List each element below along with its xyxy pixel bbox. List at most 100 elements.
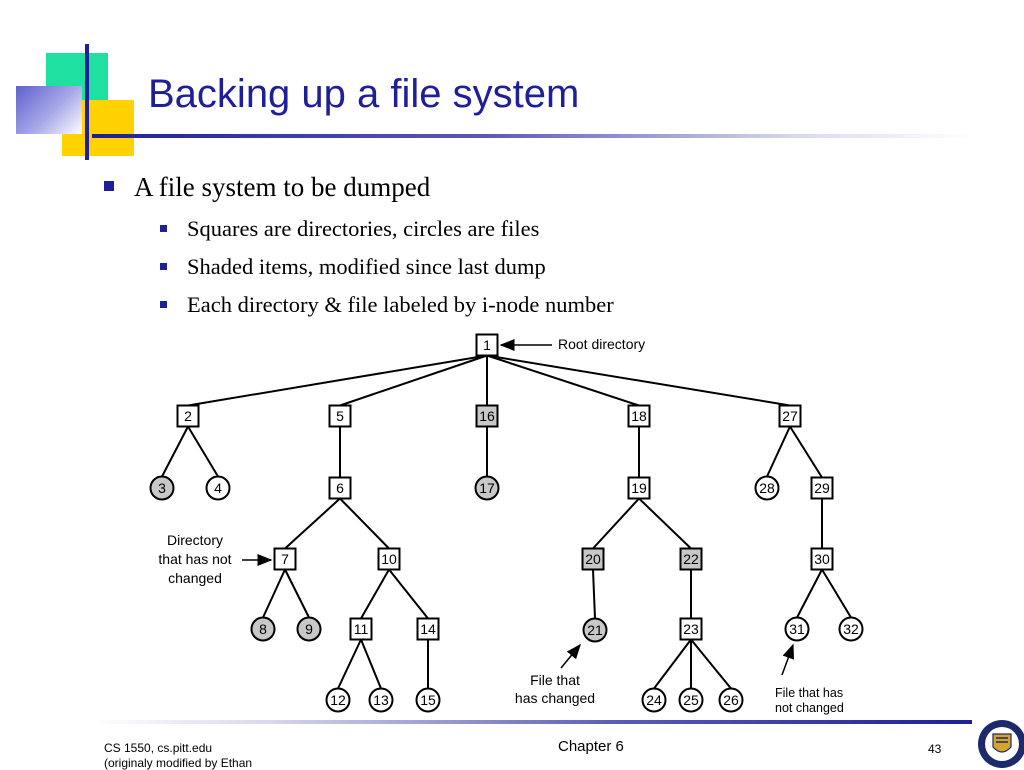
node-label: 32 [843, 621, 859, 637]
directory-node-27: 27 [778, 404, 802, 428]
node-label: 17 [479, 480, 495, 496]
node-label: 28 [759, 480, 775, 496]
tree-edge [592, 569, 596, 619]
file-unchanged-label: File that has [775, 686, 843, 700]
node-label: 27 [782, 408, 798, 424]
node-label: 25 [683, 692, 699, 708]
node-label: 19 [631, 480, 647, 496]
node-label: 18 [631, 408, 647, 424]
footer-course-note: (originaly modified by Ethan [104, 756, 253, 770]
directory-node-2: 2 [176, 404, 200, 428]
directory-node-16: 16 [475, 404, 499, 428]
node-label: 9 [305, 621, 313, 637]
tree-edge [766, 426, 791, 477]
bullet-marker [160, 301, 167, 308]
page-number: 43 [928, 742, 942, 756]
directory-node-20: 20 [581, 547, 605, 571]
bullet-marker [160, 225, 167, 232]
file-changed-label: has changed [515, 690, 595, 706]
node-label: 7 [281, 551, 289, 567]
tree-edge [486, 354, 640, 407]
directory-node-19: 19 [627, 476, 651, 500]
university-seal-icon [978, 720, 1024, 768]
directory-node-18: 18 [627, 404, 651, 428]
file-unchanged-arrow [781, 643, 794, 676]
tree-edge [360, 639, 382, 689]
tree-edge [690, 638, 732, 690]
node-label: 8 [259, 621, 267, 637]
directory-node-10: 10 [377, 547, 401, 571]
file-node-12: 12 [325, 687, 351, 713]
tree-edge [638, 497, 692, 550]
directory-node-7: 7 [273, 547, 297, 571]
node-label: 16 [479, 408, 495, 424]
node-label: 5 [336, 408, 344, 424]
tree-edge [339, 497, 390, 550]
bullet-text: Each directory & file labeled by i-node … [187, 292, 614, 317]
node-label: 6 [336, 480, 344, 496]
tree-edge [187, 354, 488, 407]
bullet-text: Squares are directories, circles are fil… [187, 216, 540, 241]
directory-node-1: 1 [475, 333, 499, 357]
bullet-marker [160, 263, 167, 270]
bullet-text: Shaded items, modified since last dump [187, 254, 546, 279]
node-label: 2 [184, 408, 192, 424]
tree-edge [337, 639, 362, 689]
node-label: 12 [330, 692, 346, 708]
file-node-4: 4 [205, 475, 231, 501]
title-underline [92, 134, 972, 138]
node-label: 15 [420, 692, 436, 708]
file-node-26: 26 [718, 687, 744, 713]
file-unchanged-label: not changed [775, 701, 844, 715]
directory-node-22: 22 [679, 547, 703, 571]
bullet-marker [104, 181, 114, 191]
file-node-9: 9 [296, 616, 322, 642]
file-node-31: 31 [784, 616, 810, 642]
corner-decoration [0, 0, 140, 165]
node-label: 1 [483, 337, 491, 353]
file-node-25: 25 [678, 687, 704, 713]
file-node-24: 24 [641, 687, 667, 713]
file-node-13: 13 [368, 687, 394, 713]
node-label: 20 [585, 551, 601, 567]
tree-edge [187, 425, 219, 478]
tree-edge [262, 569, 286, 618]
tree-edge [284, 497, 341, 550]
node-label: 21 [587, 622, 603, 638]
directory-node-11: 11 [349, 617, 373, 641]
directory-node-6: 6 [328, 476, 352, 500]
node-label: 11 [354, 621, 369, 637]
directory-node-29: 29 [810, 476, 834, 500]
node-label: 29 [814, 480, 830, 496]
node-label: 14 [420, 621, 436, 637]
node-label: 3 [158, 480, 166, 496]
tree-edge [360, 569, 390, 619]
node-label: 31 [789, 621, 805, 637]
file-node-28: 28 [754, 475, 780, 501]
directory-node-23: 23 [679, 617, 703, 641]
node-label: 23 [683, 621, 699, 637]
tree-edge [789, 425, 823, 479]
tree-edge [592, 497, 640, 550]
bullet-level2: Each directory & file labeled by i-node … [160, 292, 614, 318]
tree-edge [161, 426, 189, 477]
tree-edge [339, 354, 488, 407]
directory-node-5: 5 [328, 404, 352, 428]
root-directory-label: Root directory [558, 336, 645, 352]
tree-edge [821, 568, 852, 619]
directory-node-14: 14 [416, 617, 440, 641]
node-label: 24 [646, 692, 662, 708]
file-node-21: 21 [582, 617, 608, 643]
slide-title: Backing up a file system [148, 72, 580, 116]
tree-edge [284, 569, 310, 618]
file-changed-label: File that [530, 672, 580, 688]
tree-edge [796, 569, 823, 618]
node-label: 30 [814, 551, 830, 567]
footer-chapter: Chapter 6 [558, 738, 624, 755]
directory-node-30: 30 [810, 547, 834, 571]
file-node-17: 17 [474, 475, 500, 501]
node-label: 26 [723, 692, 739, 708]
vertical-rule [85, 44, 89, 160]
tree-edge [486, 354, 791, 407]
